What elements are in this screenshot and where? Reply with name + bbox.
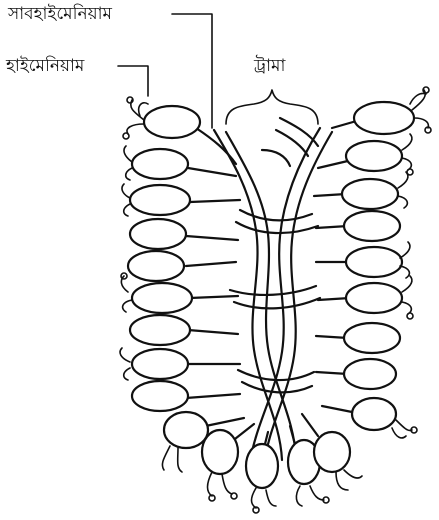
trama-hyphae bbox=[214, 118, 332, 466]
leader-lines bbox=[118, 14, 318, 128]
trama-bracket bbox=[226, 90, 318, 124]
bottom-hymenium bbox=[246, 414, 362, 513]
right-hymenium bbox=[314, 102, 414, 430]
hymenium-leader-line bbox=[118, 66, 148, 96]
left-hymenium bbox=[128, 106, 254, 474]
